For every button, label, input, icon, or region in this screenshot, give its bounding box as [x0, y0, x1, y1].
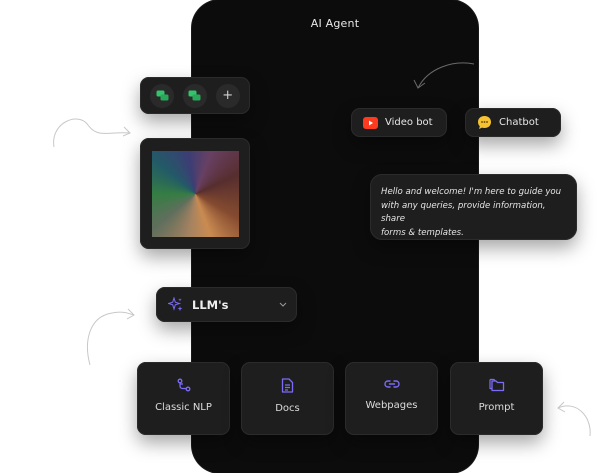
tile-label: Prompt	[478, 402, 515, 413]
sparkles-icon	[168, 297, 183, 312]
chatbot-label: Chatbot	[499, 117, 539, 128]
folders-icon	[488, 378, 504, 392]
video-bot-label: Video bot	[385, 117, 433, 128]
youtube-icon	[363, 116, 378, 129]
message-line: Hello and welcome! I'm here to guide you	[381, 187, 562, 197]
arrow-doodle-top-right	[413, 62, 475, 89]
llm-selector[interactable]: LLM's	[156, 287, 297, 322]
arrow-doodle-right	[557, 401, 591, 437]
icon-toolbar: +	[140, 77, 250, 114]
gradient-image	[151, 150, 239, 237]
source-tile-prompt[interactable]: Prompt	[450, 362, 543, 435]
source-tile-docs[interactable]: Docs	[241, 362, 334, 435]
image-card	[140, 138, 250, 249]
source-tile-classic-nlp[interactable]: Classic NLP	[137, 362, 230, 435]
chevron-down-icon	[279, 300, 287, 310]
welcome-message: Hello and welcome! I'm here to guide you…	[370, 174, 577, 240]
plus-icon: +	[222, 88, 234, 103]
source-tile-webpages[interactable]: Webpages	[345, 362, 438, 435]
video-bot-button[interactable]: Video bot	[351, 108, 447, 137]
message-line: forms & templates.	[381, 227, 464, 238]
chat-bubbles-icon[interactable]	[182, 83, 207, 108]
document-icon	[281, 378, 294, 393]
arrow-doodle-top-left	[53, 118, 131, 148]
link-icon	[383, 380, 400, 388]
add-button[interactable]: +	[215, 83, 240, 108]
llm-selector-label: LLM's	[192, 297, 229, 312]
chat-emoji-icon	[478, 116, 491, 129]
flow-icon	[177, 378, 190, 392]
arrow-doodle-left	[87, 308, 135, 366]
tile-label: Docs	[275, 403, 300, 414]
chat-bubbles-icon[interactable]	[150, 83, 175, 108]
message-line: with any queries, provide information, s…	[381, 200, 546, 225]
page-title: AI Agent	[310, 17, 360, 30]
tile-label: Classic NLP	[155, 402, 212, 413]
chatbot-button[interactable]: Chatbot	[465, 108, 561, 137]
tile-label: Webpages	[365, 400, 418, 411]
